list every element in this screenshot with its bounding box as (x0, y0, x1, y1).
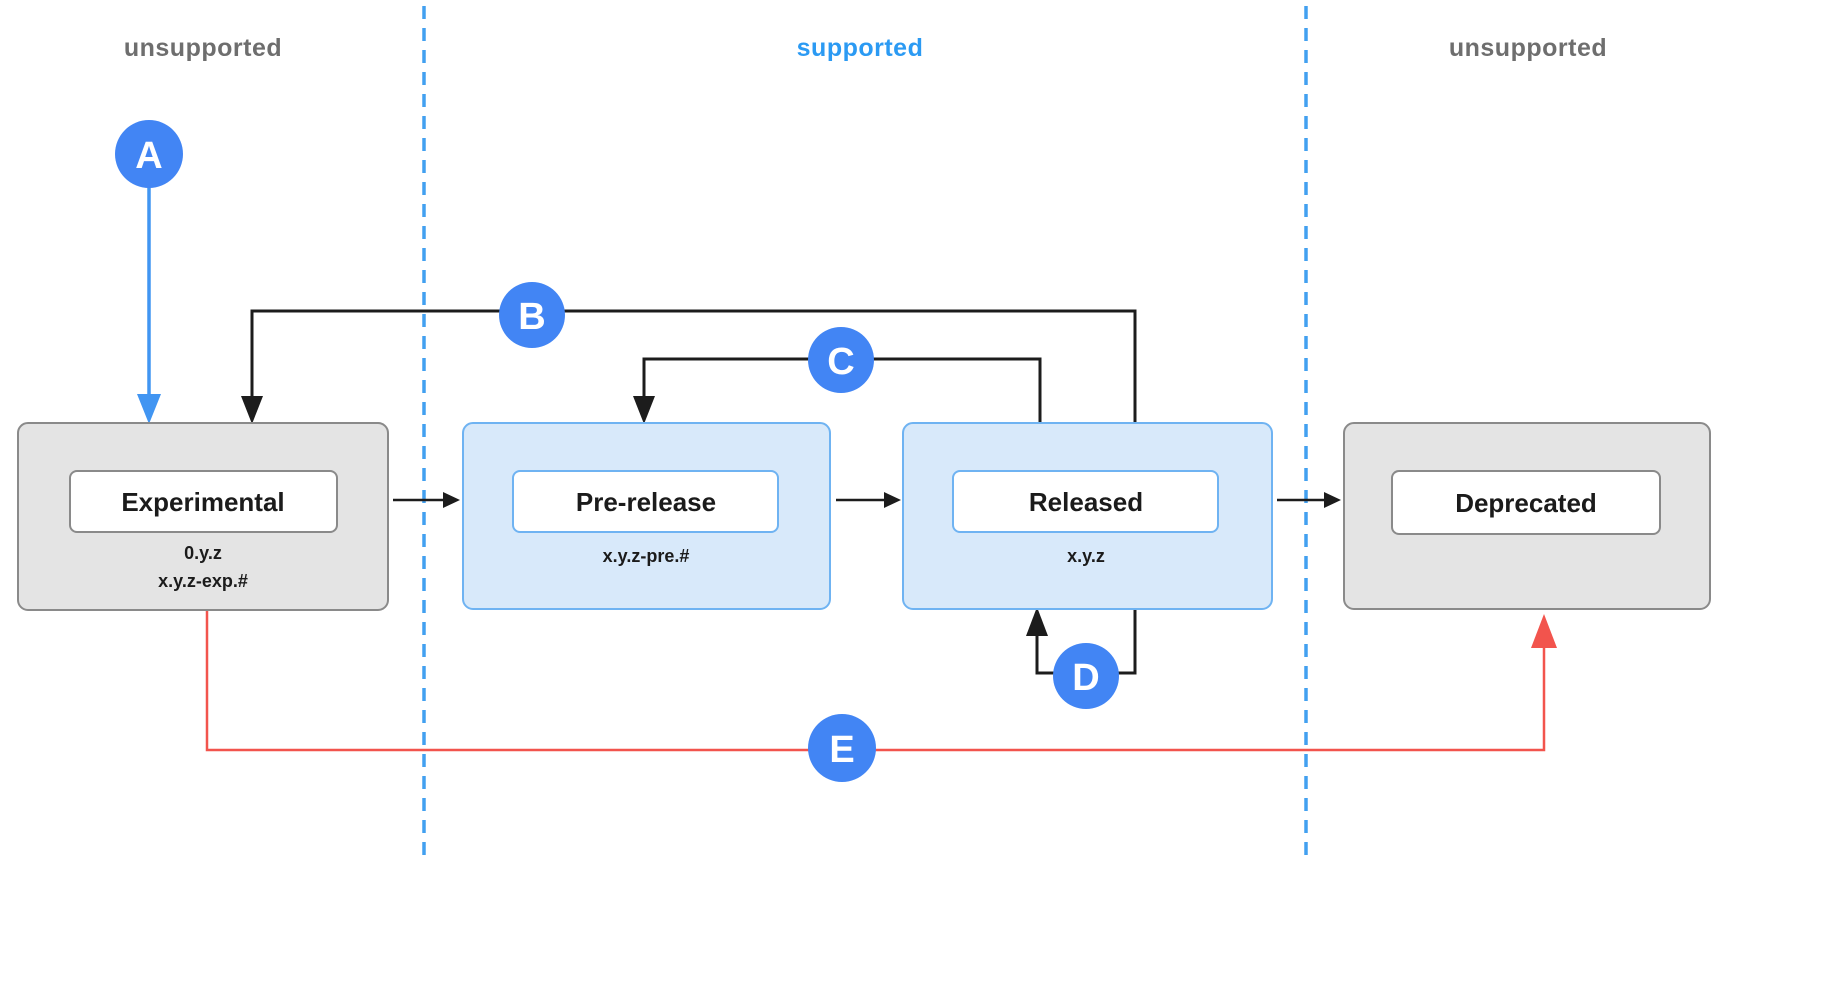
stage-version: x.y.z (1067, 546, 1105, 566)
flow-arrowhead (1324, 492, 1341, 508)
edge-e-line (205, 610, 1546, 752)
badge-letter: D (1072, 657, 1099, 699)
flow-arrow-released-to-deprecated (1277, 492, 1341, 508)
stage-label-box (512, 470, 779, 533)
stage-released: Released x.y.z (902, 422, 1273, 610)
edge-b-arrow (241, 309, 1137, 424)
badge-circle (115, 120, 183, 188)
edge-e-arrowhead (1531, 614, 1557, 648)
edge-d-badge: D (1053, 643, 1119, 709)
badge-circle (808, 327, 874, 393)
stage-title: Experimental (121, 487, 284, 517)
stage-label-box (952, 470, 1219, 533)
flow-arrowhead (443, 492, 460, 508)
stage-prerelease: Pre-release x.y.z-pre.# (462, 422, 831, 610)
edge-e-badge: E (808, 714, 876, 782)
edge-c-badge: C (808, 327, 874, 393)
edge-d-arrowhead (1026, 607, 1048, 636)
badge-letter: E (829, 729, 854, 771)
flow-arrowhead (884, 492, 901, 508)
badge-letter: A (135, 135, 162, 177)
flow-arrow-prerelease-to-released (836, 492, 901, 508)
edge-b-line (250, 309, 1137, 423)
edge-a-arrow (137, 186, 161, 424)
zone-label-unsupported-left: unsupported (124, 34, 282, 62)
stage-version: x.y.z-pre.# (603, 546, 690, 566)
badge-letter: C (827, 341, 854, 383)
edge-e-arrow (205, 610, 1557, 752)
stage-version: x.y.z-exp.# (158, 571, 248, 591)
stage-title: Released (1029, 487, 1143, 517)
zone-label-supported: supported (797, 34, 924, 62)
stage-experimental: Experimental 0.y.z x.y.z-exp.# (17, 422, 389, 611)
stage-label-box (69, 470, 338, 533)
edge-b-arrowhead (241, 396, 263, 424)
badge-circle (808, 714, 876, 782)
edge-a-arrowhead (137, 394, 161, 424)
edge-c-arrowhead (633, 396, 655, 424)
flow-arrow-experimental-to-prerelease (393, 492, 460, 508)
edge-a-badge: A (115, 120, 183, 188)
badge-circle (499, 282, 565, 348)
zone-label-unsupported-right: unsupported (1449, 34, 1607, 62)
stage-title: Pre-release (576, 487, 716, 517)
stage-deprecated: Deprecated (1343, 422, 1711, 610)
stage-title: Deprecated (1455, 488, 1597, 518)
stage-label-box (1391, 470, 1661, 535)
badge-circle (1053, 643, 1119, 709)
stage-version: 0.y.z (184, 543, 222, 563)
badge-letter: B (518, 296, 545, 338)
edge-b-badge: B (499, 282, 565, 348)
